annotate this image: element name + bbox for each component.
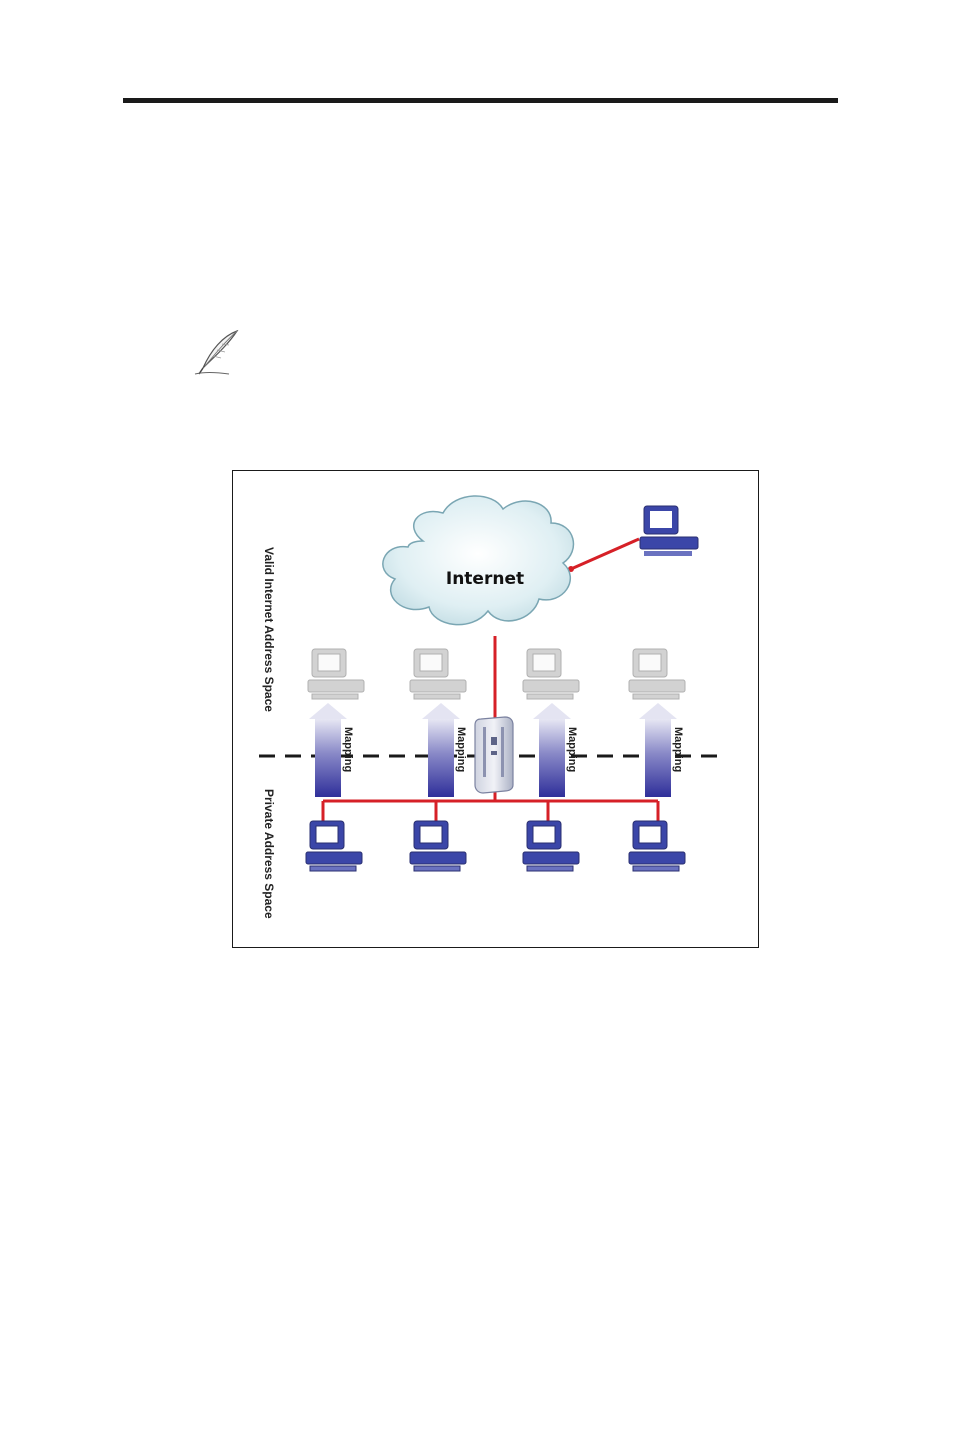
lan-pc [410, 821, 466, 871]
mapping-arrow-4: Mapping [639, 703, 684, 797]
upper-region-label: Valid Internet Address Space [262, 547, 276, 712]
nat-router [475, 717, 513, 793]
mapping-arrow-2: Mapping [422, 703, 467, 797]
internet-cloud-label: Internet [446, 569, 524, 589]
remote-internet-pc [640, 506, 698, 556]
mapping-label: Mapping [672, 727, 684, 772]
mapping-label: Mapping [342, 727, 354, 772]
ghost-pc [308, 649, 364, 699]
lan-pc [306, 821, 362, 871]
ghost-pc [523, 649, 579, 699]
lan-pc [629, 821, 685, 871]
mapping-arrow-1: Mapping [309, 703, 354, 797]
lan-pc-row [306, 821, 685, 871]
nat-diagram-figure: Valid Internet Address Space Private Add… [232, 470, 759, 948]
ghost-pc [629, 649, 685, 699]
mapping-label: Mapping [566, 727, 578, 772]
lan-pc [523, 821, 579, 871]
nat-diagram: Valid Internet Address Space Private Add… [233, 471, 757, 946]
lower-region-label: Private Address Space [262, 789, 276, 919]
internet-cloud: Internet [383, 496, 574, 625]
ghost-pc [410, 649, 466, 699]
header-rule [123, 98, 838, 103]
remote-pc-link [571, 539, 639, 569]
mapping-label: Mapping [455, 727, 467, 772]
mapping-arrow-3: Mapping [533, 703, 578, 797]
feather-pen-icon [193, 328, 241, 378]
